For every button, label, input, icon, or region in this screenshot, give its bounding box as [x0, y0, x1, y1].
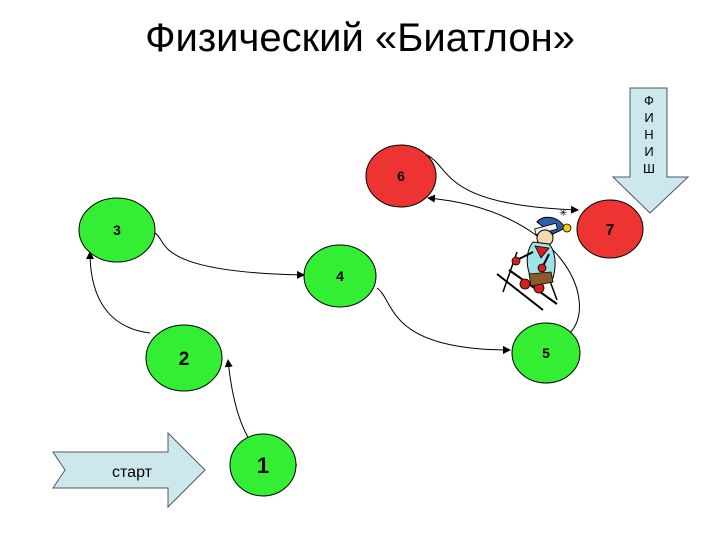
- finish-arrow: Ф И Н И Ш: [611, 87, 690, 214]
- finish-letter: И: [644, 110, 653, 125]
- node-label: 4: [336, 268, 344, 284]
- node-label: 6: [397, 168, 405, 184]
- edge-4-5: [376, 287, 511, 354]
- edge-2-3: [86, 251, 151, 334]
- node-5: 5: [511, 322, 581, 384]
- start-arrow: старт: [52, 431, 206, 509]
- node-2: 2: [145, 324, 223, 392]
- finish-letter: Ф: [644, 93, 654, 108]
- page-title: Физический «Биатлон»: [145, 16, 575, 60]
- skier-icon: ✳: [496, 208, 572, 311]
- edge-3-4: [154, 232, 305, 279]
- node-3: 3: [78, 197, 156, 263]
- node-label: 1: [257, 453, 269, 478]
- node-4: 4: [303, 244, 377, 308]
- node-label: 7: [606, 222, 615, 239]
- node-label: 3: [113, 222, 121, 238]
- svg-text:✳: ✳: [559, 208, 567, 219]
- start-label: старт: [112, 464, 153, 481]
- finish-letter: Н: [644, 127, 653, 142]
- node-label: 5: [542, 345, 550, 361]
- node-7: 7: [576, 199, 644, 259]
- node-label: 2: [179, 349, 190, 370]
- edge-5-6: [427, 194, 580, 334]
- finish-letter: Ш: [643, 161, 655, 176]
- node-6: 6: [365, 144, 437, 208]
- edge-6-7: [426, 154, 579, 214]
- node-1: 1: [229, 433, 297, 497]
- finish-letter: И: [644, 144, 653, 159]
